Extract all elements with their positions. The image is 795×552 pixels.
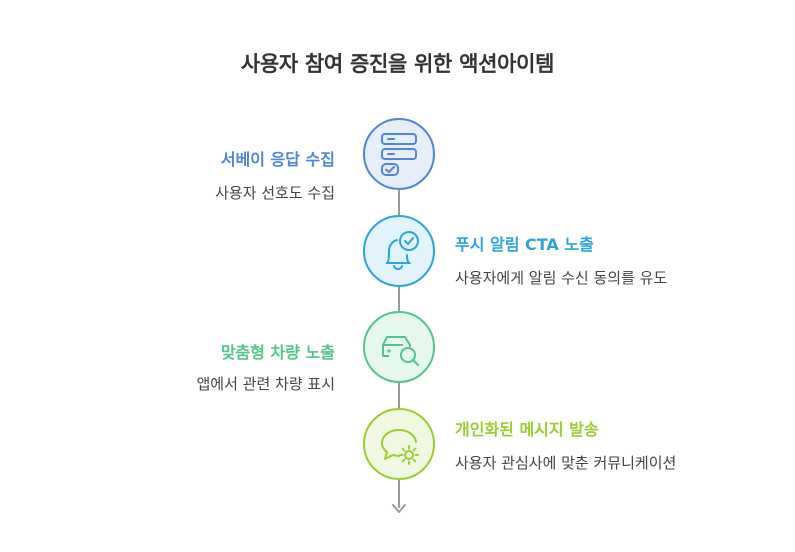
chat-gear-icon [381,429,419,465]
step-3-description: 앱에서 관련 차량 표시 [196,375,335,393]
step-1-heading: 서베이 응답 수집 [220,150,335,169]
step-3-heading: 맞춤형 차량 노출 [220,343,335,362]
arrow-down-icon [392,504,406,513]
step-2-node [363,215,435,287]
step-1-description: 사용자 선호도 수집 [215,184,335,202]
step-2-heading: 푸시 알림 CTA 노출 [455,235,594,254]
car-search-icon [382,336,420,367]
step-4-node [363,408,435,480]
step-4-description: 사용자 관심사에 맞춘 커뮤니케이션 [455,454,677,472]
survey-form-icon [381,133,417,176]
bell-check-icon [386,231,419,270]
diagram-title: 사용자 참여 증진을 위한 액션아이템 [240,52,555,76]
step-3-node [363,311,435,383]
step-4-heading: 개인화된 메시지 발송 [455,420,599,439]
step-1-node [363,118,435,190]
step-2-description: 사용자에게 알림 수신 동의를 유도 [455,269,668,287]
